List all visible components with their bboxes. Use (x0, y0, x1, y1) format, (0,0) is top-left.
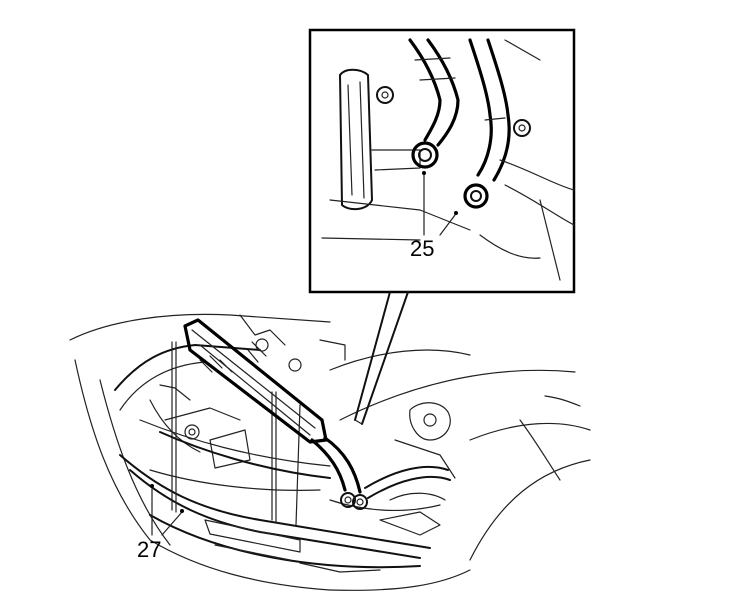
detail-inset (308, 28, 576, 294)
callout-label-27: 27 (137, 537, 161, 562)
callout-27-leaders (150, 484, 184, 536)
inset-pointer (354, 291, 409, 425)
callout-label-25: 25 (410, 236, 434, 261)
car-front-drawing (69, 313, 591, 591)
